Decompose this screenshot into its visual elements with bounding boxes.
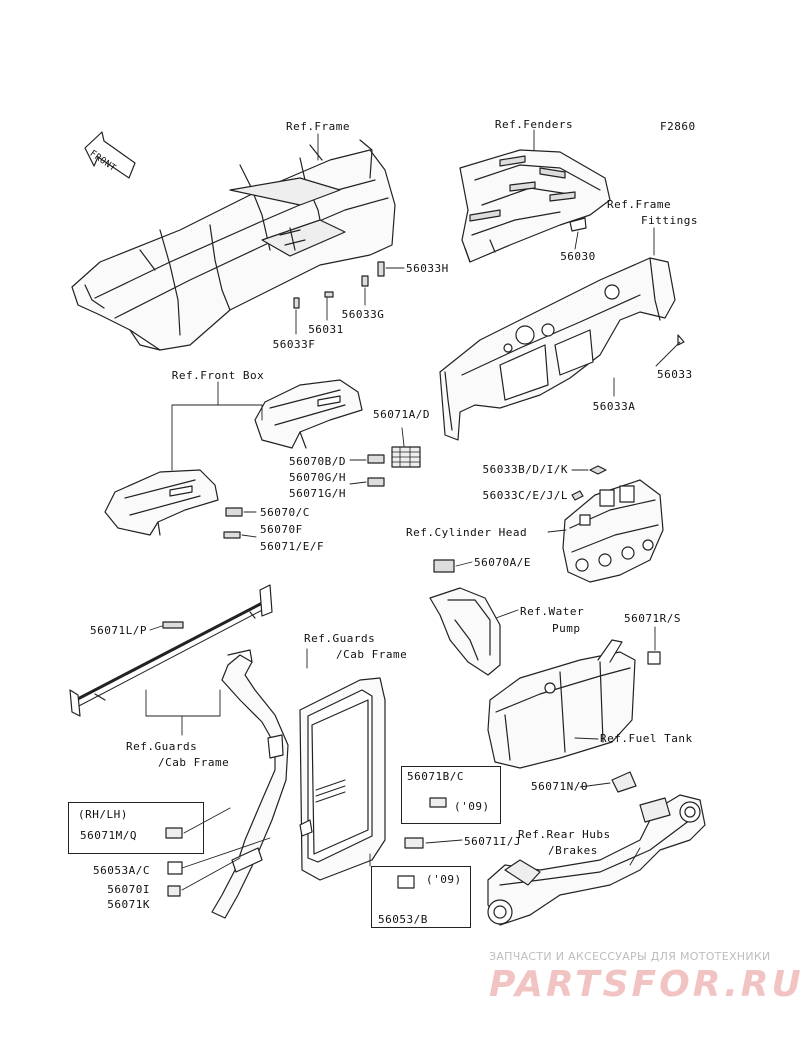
part-56071i-j[interactable]: 56071I/J (464, 835, 521, 848)
part-56033g[interactable]: 56033G (341, 308, 385, 321)
ref-water-pump-label-1: Ref.Water (520, 605, 585, 618)
part-56071n-o[interactable]: 56071N/O (531, 780, 588, 793)
ref-front-box-label: Ref.Front Box (171, 369, 265, 382)
cab-frame-panel-drawing (299, 677, 386, 881)
part-56071g-h[interactable]: 56071G/H (289, 487, 346, 500)
fuel-tank-drawing (487, 639, 636, 769)
rhlh-group-box (68, 802, 204, 854)
part-56071k[interactable]: 56071K (107, 898, 150, 911)
water-pump-drawing (429, 587, 501, 676)
part-56071a-d[interactable]: 56071A/D (373, 408, 430, 421)
56071bc-09-box (401, 766, 501, 824)
part-56033a[interactable]: 56033A (592, 400, 636, 413)
part-56033b-d-i-k[interactable]: 56033B/D/I/K (482, 463, 568, 476)
part-56071r-s[interactable]: 56071R/S (624, 612, 681, 625)
part-56053-b[interactable]: 56053/B (378, 913, 428, 926)
ref-frame-fittings-label-1: Ref.Frame (607, 198, 672, 211)
ref-water-pump-label-2: Pump (552, 622, 581, 635)
part-56070a-e[interactable]: 56070A/E (474, 556, 531, 569)
part-56071-e-f[interactable]: 56071/E/F (260, 540, 325, 553)
ref-guards-center-label-1: Ref.Guards (304, 632, 376, 645)
front-box-drawing (104, 379, 363, 536)
rh-lh-label: (RH/LH) (78, 808, 128, 821)
part-56031[interactable]: 56031 (308, 323, 344, 336)
decal-stickers (162, 261, 661, 897)
year-09-b: ('09) (426, 873, 462, 886)
part-56033c-e-j-l[interactable]: 56033C/E/J/L (482, 489, 568, 502)
leader-lines (145, 129, 681, 891)
cylinder-head-drawing (562, 479, 664, 583)
ref-frame-fittings-label-2: Fittings (641, 214, 698, 227)
part-56071b-c[interactable]: 56071B/C (407, 770, 464, 783)
ref-guards-left-label-2: /Cab Frame (158, 756, 230, 769)
part-56033[interactable]: 56033 (657, 368, 693, 381)
ref-guards-left-label-1: Ref.Guards (126, 740, 198, 753)
cab-frame-tube-drawing (211, 649, 289, 919)
ref-rear-hubs-label-2: /Brakes (548, 844, 598, 857)
part-56070-c[interactable]: 56070/C (260, 506, 310, 519)
figure-code: F2860 (660, 120, 696, 133)
frame-fittings-drawing (439, 257, 685, 441)
ref-cylinder-head-label: Ref.Cylinder Head (406, 526, 528, 539)
ref-rear-hubs-label-1: Ref.Rear Hubs (518, 828, 611, 841)
ref-guards-center-label-2: /Cab Frame (336, 648, 408, 661)
part-56070b-d[interactable]: 56070B/D (289, 455, 346, 468)
part-56070f[interactable]: 56070F (260, 523, 303, 536)
part-56071m-q[interactable]: 56071M/Q (80, 829, 137, 842)
ref-frame-label: Ref.Frame (285, 120, 351, 133)
ref-fenders-label: Ref.Fenders (494, 118, 574, 131)
part-56033h[interactable]: 56033H (406, 262, 449, 275)
part-56053a-c[interactable]: 56053A/C (93, 864, 150, 877)
fenders-drawing (459, 149, 611, 263)
watermark-tagline: ЗАПЧАСТИ И АКСЕССУАРЫ ДЛЯ МОТОТЕХНИКИ (489, 950, 771, 963)
watermark-logo: PARTSFOR.RU (489, 964, 800, 1005)
rear-hubs-drawing (487, 794, 706, 926)
front-arrow-icon (84, 131, 136, 179)
part-56070i[interactable]: 56070I (107, 883, 150, 896)
part-56033f[interactable]: 56033F (272, 338, 316, 351)
guard-bar-drawing (69, 584, 273, 717)
frame-drawing (71, 139, 396, 351)
year-09-a: ('09) (454, 800, 490, 813)
ref-fuel-tank-label: Ref.Fuel Tank (600, 732, 693, 745)
part-56071l-p[interactable]: 56071L/P (90, 624, 147, 637)
part-56070g-h[interactable]: 56070G/H (289, 471, 346, 484)
56053b-09-box (371, 866, 471, 928)
part-56030[interactable]: 56030 (560, 250, 596, 263)
